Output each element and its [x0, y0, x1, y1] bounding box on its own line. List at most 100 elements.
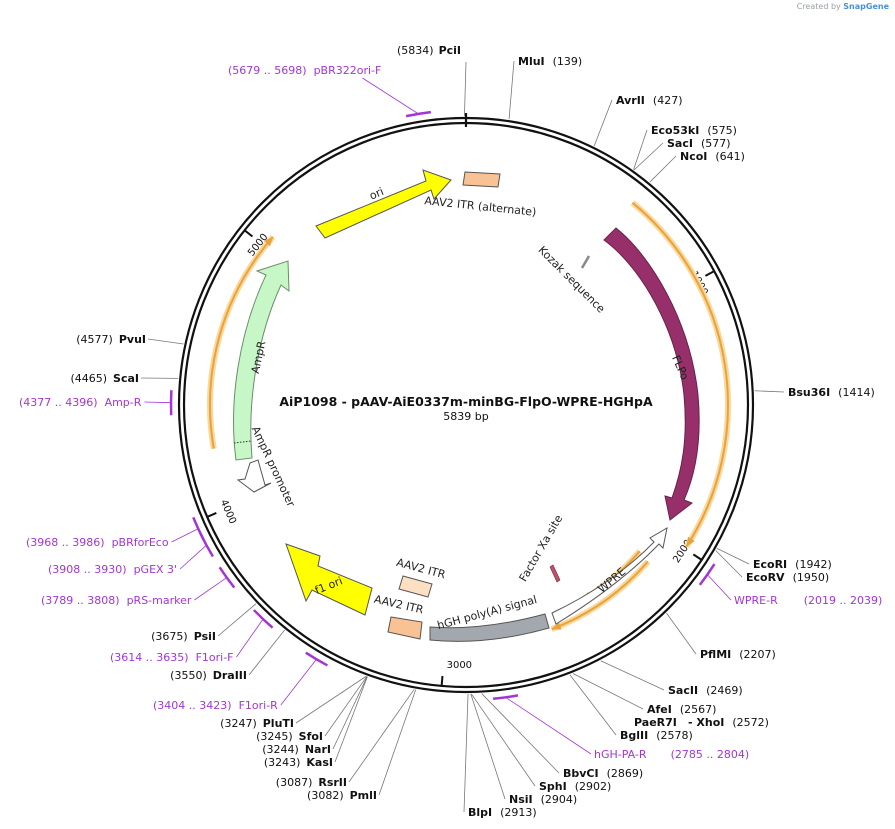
- enzyme-leader-line: [481, 693, 560, 774]
- enzyme-position: (3087): [276, 776, 313, 789]
- enzyme-leader-line: [715, 550, 743, 578]
- enzyme-site-rsrii-20: RsrII(3087): [276, 689, 415, 789]
- feature-label-aav2-itr-alternate-0: AAV2 ITR (alternate): [424, 194, 537, 219]
- enzyme-position: (1414): [838, 386, 875, 399]
- plasmid-name: AiP1098 - pAAV-AiE0337m-minBG-FlpO-WPRE-…: [279, 394, 653, 409]
- enzyme-name: AfeI: [647, 703, 672, 716]
- enzyme-site-sphi-16: SphI(2902): [471, 693, 611, 793]
- enzyme-name: BlpI: [468, 806, 492, 819]
- enzyme-site-saci-4: SacI (577): [633, 137, 731, 171]
- primer-label-f1ori-r: (3404 .. 3423)F1ori-R: [153, 659, 317, 712]
- enzyme-position: (641): [715, 150, 745, 163]
- primer-mark-f1ori-r: [305, 651, 328, 667]
- enzyme-leader-line: [508, 60, 515, 120]
- enzyme-position: (1950): [793, 571, 830, 584]
- enzyme-site-scai-27: ScaI(4465): [70, 372, 179, 385]
- enzyme-position: (2869): [607, 767, 644, 780]
- enzyme-name: PvuI: [119, 333, 146, 346]
- enzyme-name: NcoI: [680, 150, 707, 163]
- enzyme-site-nsii-17: NsiI(2904): [470, 693, 577, 806]
- primer-name: Amp-R: [105, 396, 142, 409]
- enzyme-position: (2913): [500, 806, 537, 819]
- enzyme-site-ecorv-8: EcoRV (1950): [715, 550, 830, 584]
- enzyme-name: EcoRV: [746, 571, 785, 584]
- orf-arrowhead-2: [551, 622, 562, 630]
- enzyme-position: (3550): [170, 669, 207, 682]
- primer-mark-pbrforeco: [192, 516, 205, 541]
- primer-range: (2785 .. 2804): [671, 748, 750, 761]
- enzyme-site-pluti-24: PluTI(3247): [220, 675, 367, 730]
- enzyme-leader-line: [463, 693, 469, 813]
- feature-label-factor-xa-site-3: Factor Xa site: [517, 512, 566, 583]
- primer-mark-hgh-pa-r: [492, 694, 519, 700]
- enzyme-position: (4577): [76, 333, 113, 346]
- feature-label-wpre-4: WPRE: [595, 565, 628, 596]
- snapgene-credit: Created by SnapGene: [797, 2, 889, 11]
- enzyme-position: (2572): [732, 716, 769, 729]
- primer-marks: [169, 110, 716, 700]
- tick-mark-5000: [243, 229, 254, 238]
- enzyme-position: (3247): [220, 717, 257, 730]
- primer-name: hGH-PA-R: [594, 748, 647, 761]
- enzyme-name: PaeR7I: [634, 716, 677, 729]
- enzyme-name: PflMI: [700, 648, 731, 661]
- enzyme-position: (3245): [256, 730, 293, 743]
- primer-name: F1ori-F: [196, 651, 234, 664]
- primer-label-f1ori-f: (3614 .. 3635) F1ori-F: [110, 618, 264, 664]
- primer-name: pRS-marker: [127, 594, 192, 607]
- primer-range: (3614 .. 3635): [110, 651, 189, 664]
- enzyme-site-blpi-18: BlpI (2913): [463, 693, 537, 819]
- primer-range: (3908 .. 3930): [48, 563, 127, 576]
- enzyme-position: (575): [707, 124, 737, 137]
- enzyme-position: (577): [701, 137, 731, 150]
- enzyme-position: (1942): [795, 558, 832, 571]
- enzyme-name: KasI: [306, 756, 333, 769]
- primer-leader-line: [236, 618, 264, 658]
- feature-aav2-itr-box-1: [398, 575, 433, 598]
- feature-kozak-tick: [580, 255, 591, 269]
- feature-label-ori-11: ori: [367, 185, 385, 203]
- feature-f1-ori-arrow: [285, 543, 373, 616]
- feature-ampr-arrow: [233, 260, 290, 461]
- enzyme-site-ncoi-5: NcoI (641): [649, 150, 745, 183]
- primer-range: (5679 .. 5698): [228, 64, 307, 77]
- features: AAV2 ITR (alternate)Kozak sequenceFLPoFa…: [233, 169, 700, 642]
- enzyme-name: EcoRI: [753, 558, 787, 571]
- enzyme-site-afei-11: AfeI(2567): [572, 673, 716, 716]
- feature-hgh-polya-arrow: [429, 613, 550, 642]
- feature-flpo-arrow: [603, 227, 700, 521]
- enzyme-leader-line: [217, 603, 257, 637]
- enzyme-leader-line: [324, 676, 368, 737]
- primer-range: (3789 .. 3808): [41, 594, 120, 607]
- primer-leader-line: [171, 528, 199, 543]
- tick-mark-3000: [440, 675, 444, 687]
- primer-name: WPRE-R: [734, 594, 778, 607]
- enzyme-leader-line: [334, 676, 368, 763]
- enzyme-leader-line: [332, 676, 368, 750]
- primer-range: (4377 .. 4396): [19, 396, 98, 409]
- enzyme-leader-line: [348, 689, 415, 783]
- enzyme-leader-line: [147, 338, 184, 345]
- primer-label-hgh-pa-r: (2785 .. 2804) hGH-PA-R: [505, 697, 750, 761]
- enzyme-leader-line: [633, 142, 664, 171]
- enzyme-site-sfoi-23: SfoI(3245): [256, 676, 368, 743]
- primer-leader-line: [179, 544, 207, 570]
- enzyme-site-xhoi-13: - XhoI(2572): [688, 716, 769, 729]
- enzyme-leader-line: [600, 660, 665, 691]
- enzyme-name: BbvCI: [563, 767, 599, 780]
- credit-brand: SnapGene: [843, 2, 889, 11]
- feature-factor-xa-tick: [549, 564, 561, 583]
- enzyme-position: (2469): [706, 684, 743, 697]
- enzyme-site-avrii-2: AvrII(427): [593, 94, 683, 147]
- enzyme-name: SacI: [667, 137, 693, 150]
- enzyme-leader-line: [754, 390, 785, 393]
- enzyme-site-pvui-28: PvuI (4577): [76, 333, 184, 346]
- enzyme-leader-line: [470, 693, 506, 800]
- enzyme-site-sacii-10: SacII(2469): [600, 660, 743, 697]
- primer-label-pbr322ori-f: (5679 .. 5698)pBR322ori-F: [228, 64, 419, 115]
- primer-mark-wpre-r: [698, 563, 716, 586]
- enzyme-name: Bsu36I: [788, 386, 830, 399]
- enzyme-site-eco53ki-3: Eco53kI(575): [633, 124, 737, 170]
- enzyme-name: BglII: [620, 729, 648, 742]
